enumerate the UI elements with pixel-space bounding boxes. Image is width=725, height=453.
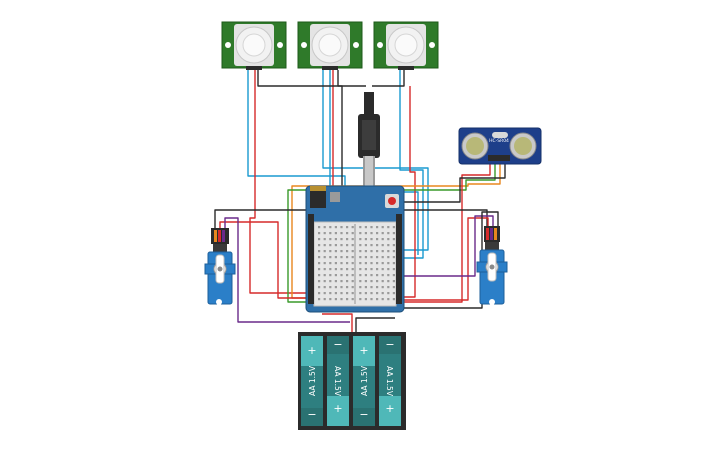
- battery-plus-label: +: [307, 344, 316, 357]
- wire-blue-pir3: [399, 70, 424, 259]
- wire-black-battery: [355, 317, 395, 333]
- ultrasonic-model-label: HC-SR04: [489, 138, 509, 144]
- wire-red-pir3: [392, 86, 416, 298]
- wire-blue-pir2: [322, 70, 429, 251]
- wire-black-pir3: [372, 70, 405, 87]
- wire-black-us: [382, 163, 506, 203]
- wire-red-pir1: [249, 70, 318, 294]
- wire-black-pir2: [337, 70, 366, 87]
- battery-cell-label: AA 1.5V: [308, 365, 317, 396]
- wire-purple-servo-l: [224, 217, 350, 323]
- battery-cells: + − AA 1.5V + − AA 1.5V + − AA 1.5V + − AA 1.5V: [301, 336, 401, 426]
- pir-sensors: [221, 21, 439, 70]
- pir-sensor-1: [221, 21, 287, 70]
- battery-cell: + − AA 1.5V: [327, 336, 349, 426]
- wire-black-pir1: [257, 70, 343, 218]
- battery-pack: + − AA 1.5V + − AA 1.5V + − AA 1.5V + − AA 1.5V: [298, 332, 406, 430]
- wire-green-us: [287, 163, 496, 303]
- battery-cell-label: AA 1.5V: [385, 366, 394, 397]
- breadboard-holes: [318, 224, 395, 304]
- battery-minus-label: −: [359, 408, 368, 421]
- wires: [214, 70, 506, 333]
- wire-black-servo-r: [400, 211, 499, 309]
- battery-cell-label: AA 1.5V: [333, 366, 342, 397]
- arduino-board: [305, 185, 405, 313]
- servo-right: [476, 226, 508, 305]
- ultrasonic-sensor: HC-SR04: [458, 127, 542, 165]
- dc-power-cable: [358, 92, 380, 186]
- battery-plus-label: +: [359, 344, 368, 357]
- servo-left: [204, 228, 236, 305]
- wire-red-battery: [322, 313, 353, 333]
- battery-plus-label: +: [385, 402, 394, 415]
- battery-minus-label: −: [333, 338, 342, 351]
- usb-port: [310, 186, 326, 208]
- wire-red-servo-r: [400, 217, 489, 301]
- battery-minus-label: −: [307, 408, 316, 421]
- reset-button-icon: [388, 197, 396, 205]
- battery-cell-label: AA 1.5V: [360, 365, 369, 396]
- battery-cell: + − AA 1.5V: [379, 336, 401, 426]
- wire-red-us: [400, 163, 491, 303]
- battery-minus-label: −: [385, 338, 394, 351]
- pir-sensor-3: [373, 21, 439, 70]
- battery-cell: + − AA 1.5V: [353, 336, 375, 426]
- battery-plus-label: +: [333, 402, 342, 415]
- wire-red-servo-l: [219, 221, 318, 299]
- wire-purple-servo-r: [404, 215, 494, 277]
- pir-sensor-2: [297, 21, 363, 70]
- battery-cell: + − AA 1.5V: [301, 336, 323, 426]
